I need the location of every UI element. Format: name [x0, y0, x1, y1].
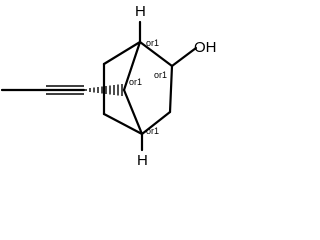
bicyclic-alkyne-alcohol-structure: H OH H or1 or1 or1 or1: [0, 3, 217, 169]
stereo-label-c2: or1: [154, 70, 167, 80]
ring-bonds: [102, 40, 174, 136]
stereo-label-c7: or1: [129, 77, 142, 87]
hashed-wedge-bond: [85, 84, 123, 96]
bond-oh: [170, 46, 198, 68]
stereo-label-c4: or1: [146, 126, 159, 136]
triple-bond: [44, 85, 86, 95]
stereo-label-c1: or1: [146, 38, 159, 48]
atom-oh: OH: [194, 39, 217, 56]
atom-h-top: H: [135, 3, 146, 20]
atom-h-bottom: H: [137, 152, 148, 169]
